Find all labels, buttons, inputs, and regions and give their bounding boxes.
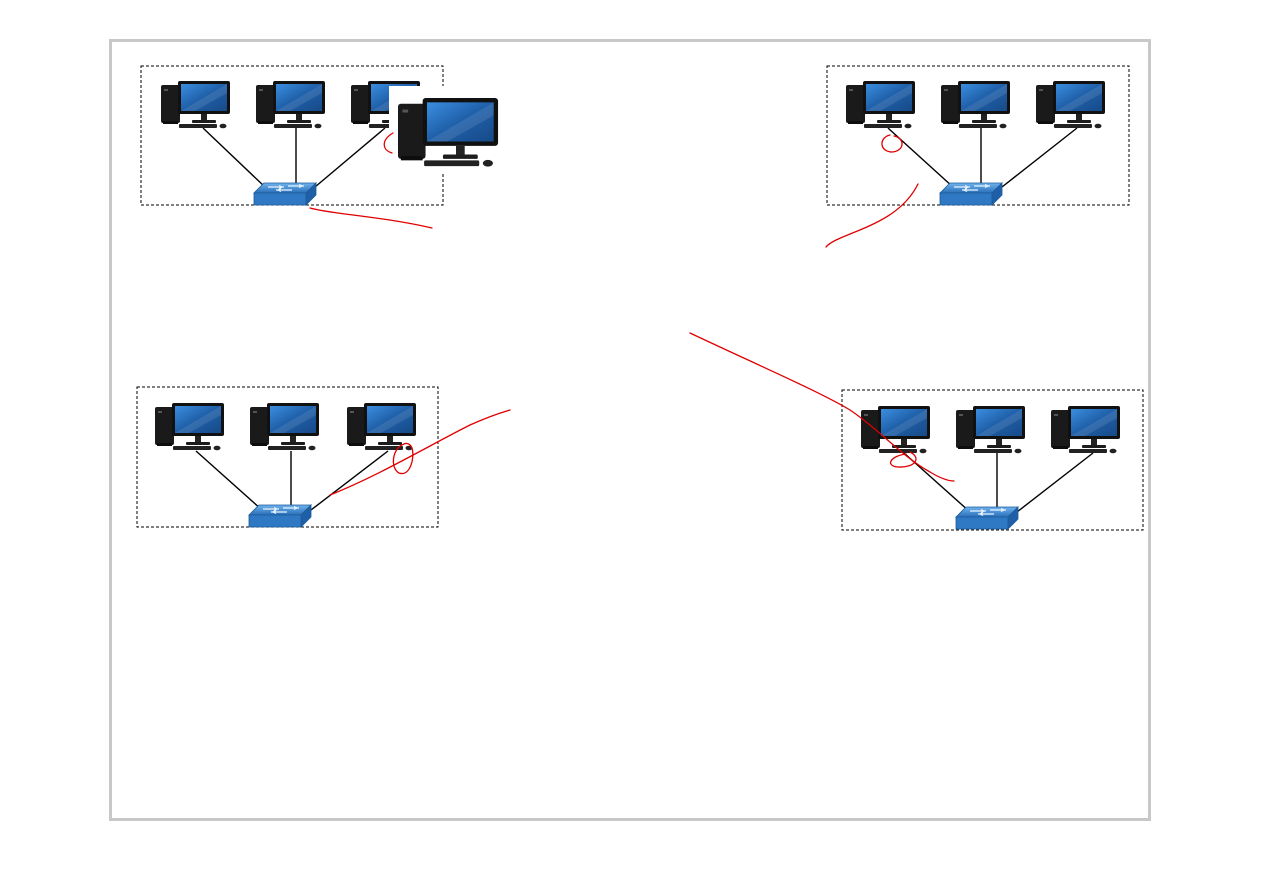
desktop-computer-icon: [256, 81, 325, 129]
desktop-computer-icon: [956, 406, 1025, 454]
network-switch-icon: [248, 504, 312, 528]
annotation-circle: [392, 442, 414, 475]
desktop-computer-icon: [1036, 81, 1105, 129]
lan-boundary: [841, 389, 1144, 531]
desktop-computer-icon: [941, 81, 1010, 129]
annotation-circle: [889, 451, 917, 468]
slide-frame: [109, 39, 1151, 821]
desktop-computer-icon: [846, 81, 915, 129]
annotation-circle: [881, 134, 903, 153]
annotation-mark: [383, 132, 394, 154]
link-line: [195, 450, 263, 511]
desktop-computer-icon-large: [389, 86, 506, 174]
link-line: [202, 127, 266, 188]
network-switch-icon: [955, 506, 1019, 530]
link-line: [1001, 127, 1078, 188]
link-line: [314, 127, 386, 188]
desktop-computer-icon: [155, 403, 224, 451]
link-line: [310, 450, 389, 511]
desktop-computer-icon: [161, 81, 230, 129]
link-line: [1016, 452, 1094, 513]
annotation-line: [309, 207, 433, 229]
annotation-line: [689, 332, 955, 482]
desktop-computer-icon: [250, 403, 319, 451]
annotation-strokes: [309, 132, 955, 496]
network-switch-icon: [939, 182, 1003, 206]
lan-group-top-right: [826, 65, 1130, 206]
lan-group-bottom-left: [136, 386, 439, 528]
desktop-computer-icon: [1051, 406, 1120, 454]
annotation-line: [825, 183, 919, 248]
lan-group-bottom-right: [841, 389, 1144, 531]
annotation-line: [329, 409, 511, 496]
network-switch-icon: [253, 182, 317, 206]
